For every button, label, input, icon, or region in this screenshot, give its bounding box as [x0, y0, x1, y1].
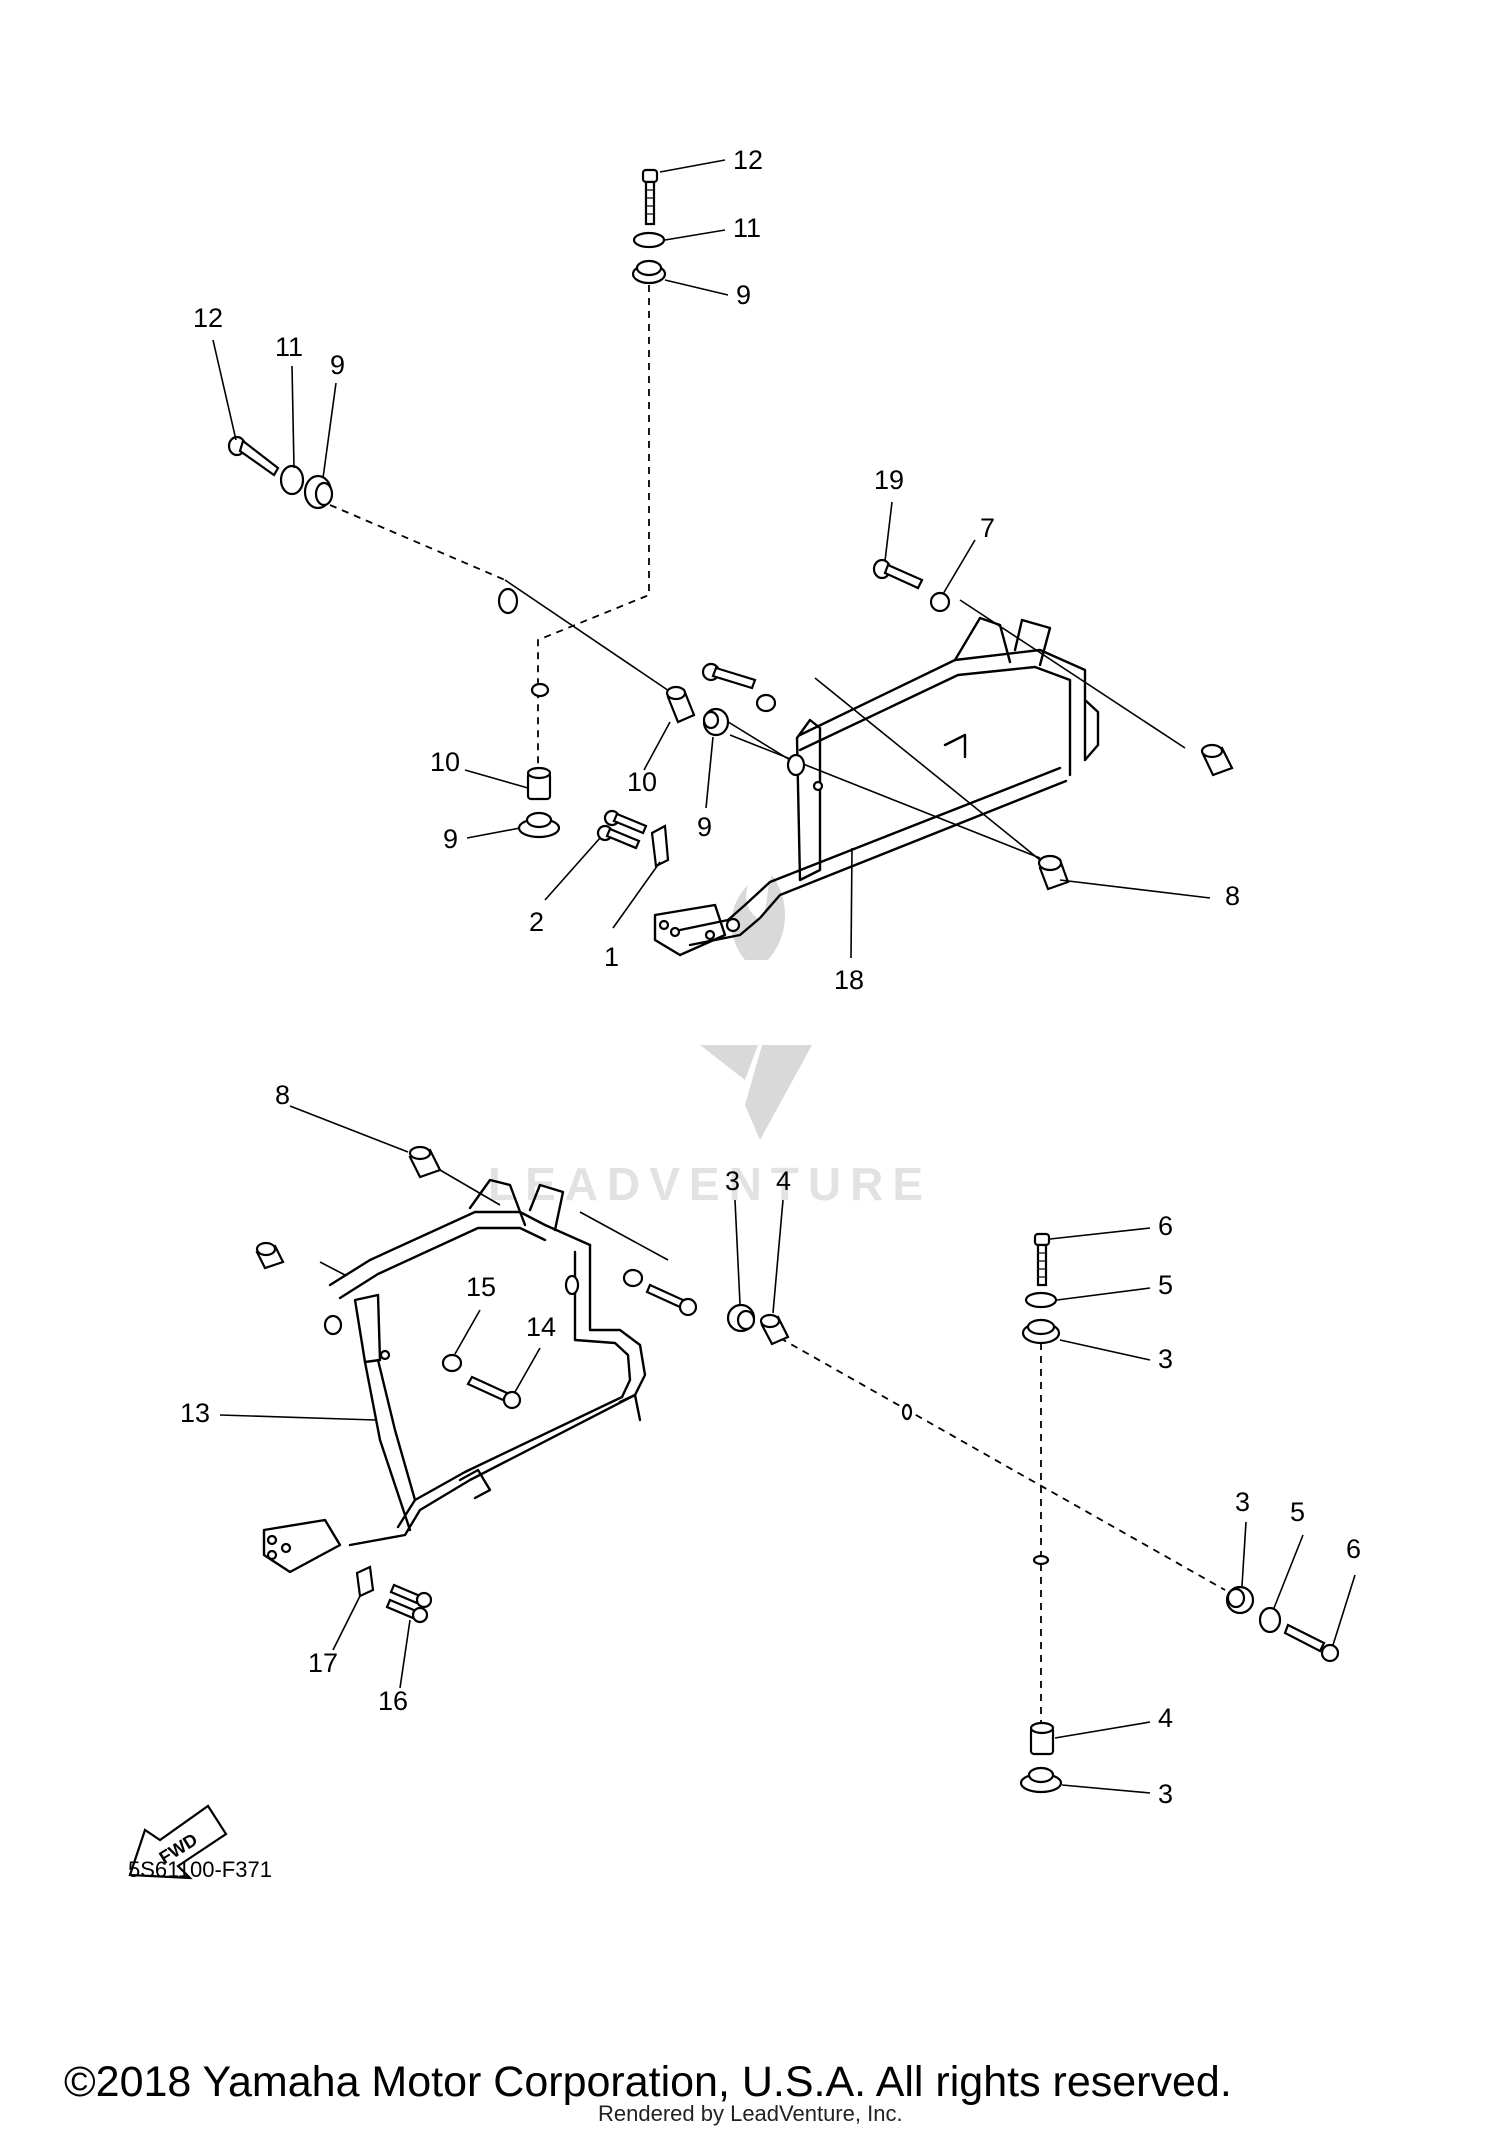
- watermark-logo: LEADVENTURE: [488, 875, 932, 1210]
- callout-label: 6: [1346, 1534, 1361, 1564]
- bolt-12-top: [641, 168, 659, 226]
- callout-label: 11: [733, 213, 761, 243]
- callout-label: 19: [874, 465, 904, 495]
- grommet-9-mid: [702, 707, 730, 737]
- watermark-text: LEADVENTURE: [488, 1158, 932, 1210]
- callout-label: 12: [733, 145, 763, 175]
- washer-11-left: [279, 464, 305, 496]
- catalog-code: 5S61100-F371: [128, 1857, 272, 1882]
- callout-label: 6: [1158, 1211, 1173, 1241]
- callout-label: 2: [529, 907, 544, 937]
- washer-7: [929, 591, 951, 613]
- callout-label: 10: [430, 747, 460, 777]
- center-line-diagonal-lower: [779, 1337, 1226, 1591]
- callout-label: 14: [526, 1312, 556, 1342]
- grommet-3-line: [726, 1303, 756, 1333]
- bolt-12-left: [227, 435, 280, 477]
- collar-8-lower-assembly: [408, 1145, 442, 1179]
- collar-10-mid: [665, 685, 696, 724]
- bracket-17: [355, 1565, 375, 1598]
- washer-15: [441, 1353, 463, 1373]
- callout-label: 8: [1225, 881, 1240, 911]
- grommet-3-bottom: [1019, 1766, 1063, 1794]
- callout-label: 8: [275, 1080, 290, 1110]
- bolt-14: [466, 1375, 522, 1410]
- bolt-6-top: [1033, 1232, 1051, 1287]
- frame-13: [262, 1178, 647, 1574]
- collar-4-line: [759, 1313, 790, 1346]
- callout-label: 12: [193, 303, 223, 333]
- upper-assembly: [227, 168, 1234, 957]
- bolt-6-right: [1283, 1623, 1340, 1663]
- collar-4-bottom: [1029, 1721, 1055, 1756]
- bolt-lower-mid: [645, 1283, 698, 1317]
- callout-label: 4: [1158, 1703, 1173, 1733]
- callout-label: 18: [834, 965, 864, 995]
- grommet-9-lower: [517, 811, 561, 839]
- bracket-1: [650, 824, 670, 868]
- collar-10-lower: [526, 766, 552, 801]
- bushing-9-left: [303, 474, 334, 510]
- collar-8-lower: [1037, 854, 1070, 891]
- bolts-2: [596, 809, 648, 850]
- grommet-3-top: [1021, 1318, 1061, 1345]
- bolt-mid: [701, 662, 757, 690]
- callout-label: 16: [378, 1686, 408, 1716]
- washer-lower-mid: [622, 1268, 644, 1288]
- callout-leaders: [212, 159, 1356, 1794]
- collar-8-right: [1200, 743, 1234, 777]
- callout-label: 4: [776, 1166, 791, 1196]
- grommet-3-right: [1225, 1585, 1255, 1615]
- bolt-19: [872, 558, 924, 590]
- callout-label: 7: [980, 513, 995, 543]
- callout-label: 13: [180, 1398, 210, 1428]
- washer-5-top: [1024, 1291, 1058, 1309]
- callout-label: 9: [330, 350, 345, 380]
- callout-label: 3: [1235, 1487, 1250, 1517]
- callout-label: 3: [1158, 1779, 1173, 1809]
- callout-label: 15: [466, 1272, 496, 1302]
- callout-label: 17: [308, 1648, 338, 1678]
- washer-mid: [755, 693, 777, 713]
- bolts-16: [385, 1583, 433, 1624]
- callout-label: 9: [443, 824, 458, 854]
- center-line-diagonal-upper: [329, 504, 506, 581]
- callout-label: 11: [275, 332, 303, 362]
- washer-11-top: [632, 231, 666, 249]
- callout-labels: 12 11 9 12 11 9 19 7 10 10 9 9 2 1 18 8 …: [180, 145, 1361, 1809]
- copyright-text: ©2018 Yamaha Motor Corporation, U.S.A. A…: [64, 2058, 1232, 2106]
- rendered-by-text: Rendered by LeadVenture, Inc.: [598, 2101, 903, 2126]
- center-line-vertical-upper: [537, 285, 650, 770]
- callout-label: 5: [1158, 1270, 1173, 1300]
- washer-5-right: [1258, 1606, 1282, 1634]
- collar-left: [255, 1241, 285, 1270]
- bushing-9-top: [631, 259, 667, 285]
- frame-18: [653, 616, 1100, 957]
- callout-label: 10: [627, 767, 657, 797]
- callout-label: 5: [1290, 1497, 1305, 1527]
- callout-label: 1: [604, 942, 619, 972]
- callout-label: 3: [725, 1166, 740, 1196]
- callout-label: 9: [697, 812, 712, 842]
- callout-label: 9: [736, 280, 751, 310]
- callout-label: 3: [1158, 1344, 1173, 1374]
- lower-assembly: [255, 1145, 1340, 1794]
